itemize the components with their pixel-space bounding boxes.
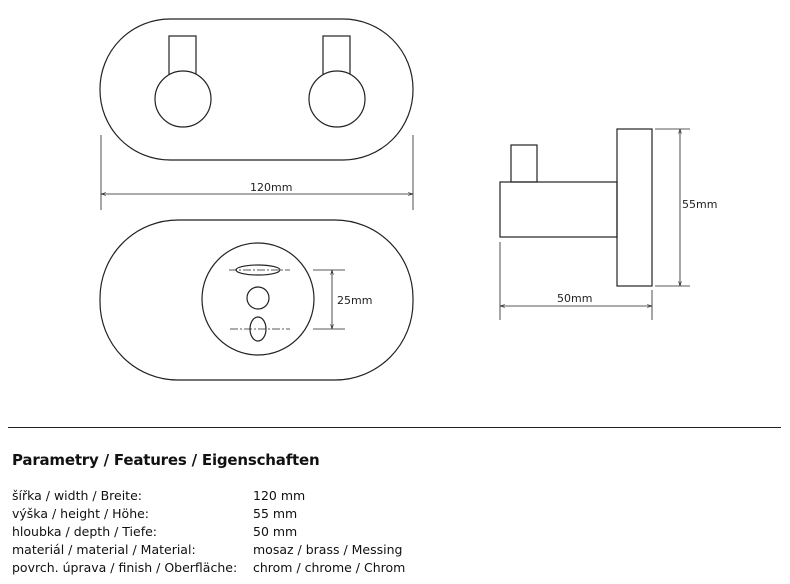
depth-dimension-label: 50mm — [557, 292, 592, 305]
top-view — [99, 18, 414, 210]
mount-hole-center — [246, 286, 270, 310]
divider — [8, 427, 781, 428]
feature-label: hloubka / depth / Tiefe: — [12, 524, 157, 539]
technical-drawing: 120mm 25mm 55mm 50mm — [99, 18, 717, 381]
feature-row: šířka / width / Breite: 120 mm — [12, 487, 782, 505]
backplate-back-outline — [99, 219, 414, 381]
feature-row: povrch. úprava / finish / Oberfläche: chr… — [12, 559, 782, 577]
feature-value: 120 mm — [253, 488, 306, 503]
feature-label: výška / height / Höhe: — [12, 506, 150, 521]
feature-value: 50 mm — [253, 524, 298, 539]
hook-knob-left — [154, 70, 212, 128]
side-backplate — [616, 128, 653, 287]
feature-label: materiál / material / Material: — [12, 542, 196, 557]
width-dimension-label: 120mm — [250, 181, 292, 194]
side-hook-body — [499, 181, 618, 238]
side-stem — [510, 144, 538, 183]
backplate-outline — [99, 18, 414, 161]
hook-knob-right — [308, 70, 366, 128]
feature-row: výška / height / Höhe: 55 mm — [12, 505, 782, 523]
feature-row: hloubka / depth / Tiefe: 50 mm — [12, 523, 782, 541]
feature-label: povrch. úprava / finish / Oberfläche: — [12, 560, 238, 575]
hook-stem-left — [168, 35, 197, 77]
hole-spacing-label: 25mm — [337, 294, 372, 307]
side-view — [499, 128, 690, 320]
features-title: Parametry / Features / Eigenschaften — [12, 451, 320, 469]
mount-disc — [201, 242, 315, 356]
back-view — [99, 219, 414, 381]
hook-stem-right — [322, 35, 351, 77]
feature-row: materiál / material / Material: mosaz / b… — [12, 541, 782, 559]
feature-label: šířka / width / Breite: — [12, 488, 142, 503]
feature-value: mosaz / brass / Messing — [253, 542, 403, 557]
feature-value: chrom / chrome / Chrom — [253, 560, 406, 575]
height-dimension-label: 55mm — [682, 198, 717, 211]
feature-value: 55 mm — [253, 506, 298, 521]
